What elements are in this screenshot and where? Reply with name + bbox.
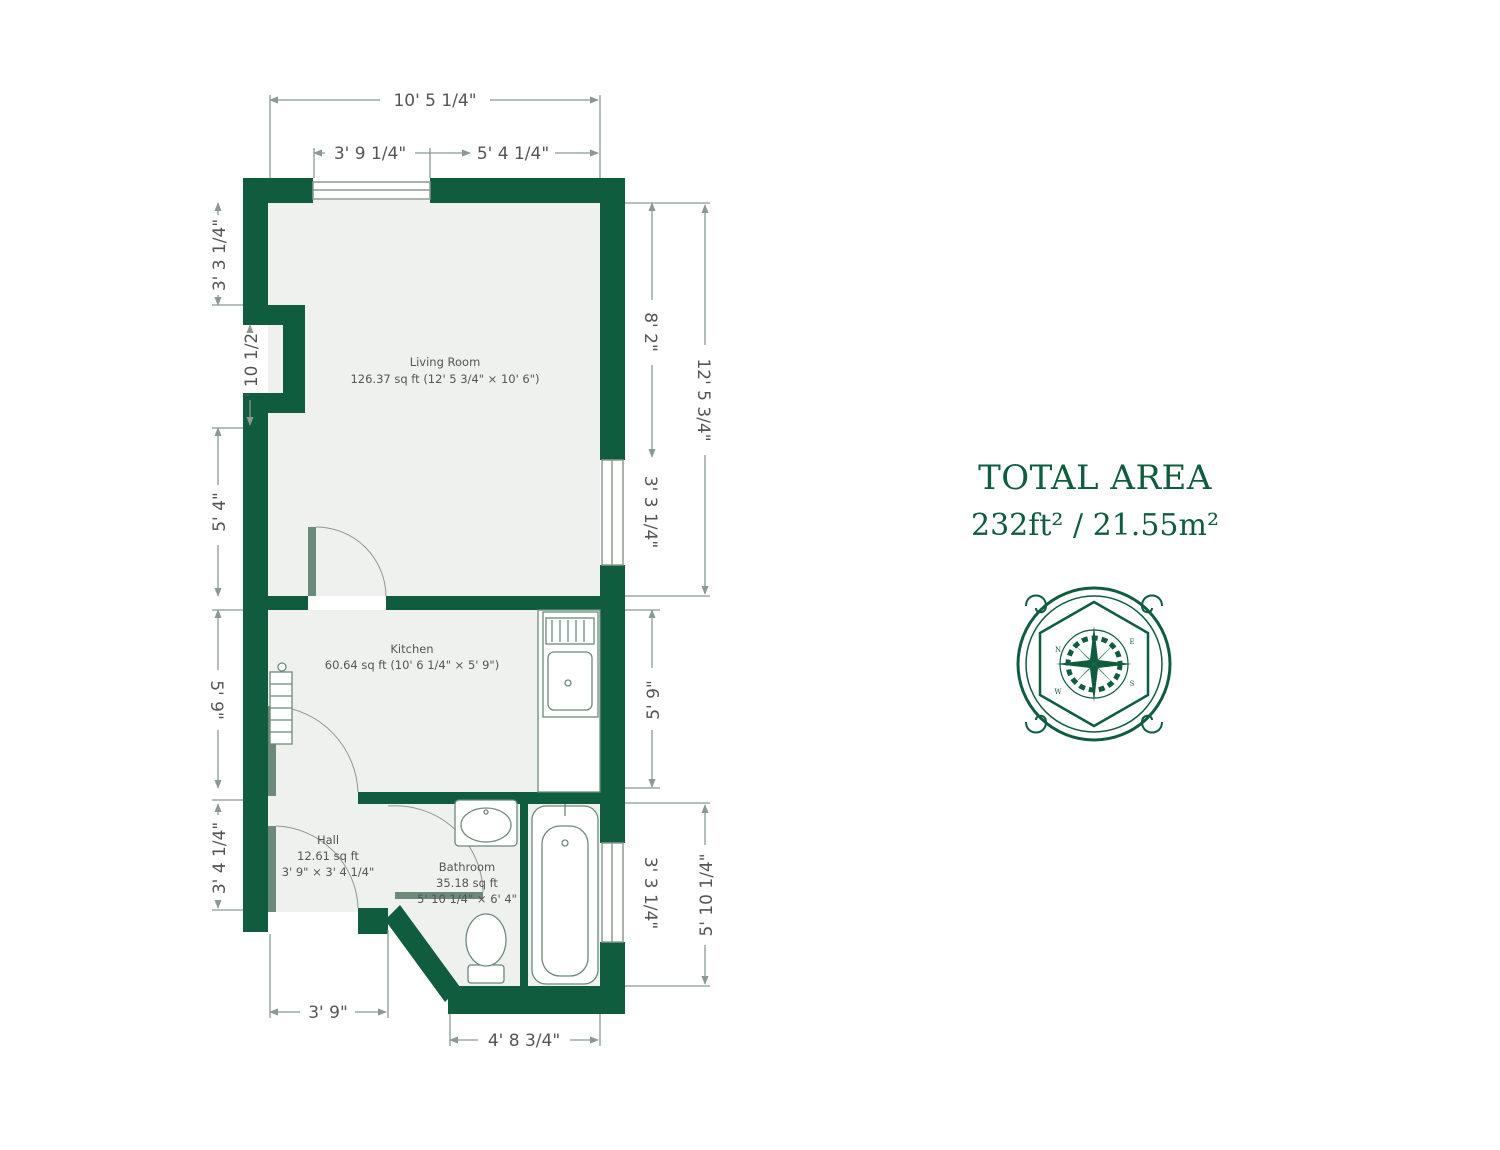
dim-top-right: 5' 4 1/4" — [477, 144, 549, 164]
compass-rose-icon: N E S W — [1016, 586, 1172, 742]
dim-bottom-bath: 4' 8 3/4" — [488, 1031, 560, 1051]
compass-letter-w: W — [1054, 688, 1062, 696]
dim-right-kitchen: 5' 9" — [644, 680, 664, 720]
dim-left-hall: 3' 4 1/4" — [210, 822, 230, 894]
dim-bottom-hall: 3' 9" — [308, 1003, 348, 1023]
room-area: 35.18 sq ft — [436, 876, 498, 890]
total-area-title: TOTAL AREA — [978, 458, 1212, 498]
room-dims: 3' 9" × 3' 4 1/4" — [282, 865, 375, 879]
doors — [268, 526, 484, 912]
windows — [312, 181, 624, 943]
dim-right-bath-overall: 5' 10 1/4" — [697, 853, 717, 936]
room-label-living-room: Living Room 126.37 sq ft (12' 5 3/4" × 1… — [350, 355, 539, 386]
total-area-value: 232ft² / 21.55m² — [971, 508, 1219, 543]
dimension-lines — [212, 95, 710, 1046]
dim-left-top: 3' 3 1/4" — [210, 219, 230, 291]
room-area: 126.37 sq ft (12' 5 3/4" × 10' 6") — [350, 372, 539, 386]
room-name: Hall — [317, 833, 339, 847]
dim-right-overall-living: 12' 5 3/4" — [693, 358, 713, 441]
room-name: Bathroom — [439, 860, 495, 874]
dim-right-living-upper: 8' 2" — [640, 312, 660, 352]
compass-letter-e: E — [1129, 638, 1134, 646]
dim-left-recess: ' 10 1/2 — [242, 333, 262, 397]
room-area: 12.61 sq ft — [297, 849, 359, 863]
dim-left-kitchen: 5' 9" — [206, 680, 226, 720]
compass-letter-s: S — [1130, 680, 1135, 688]
room-label-bathroom: Bathroom 35.18 sq ft 5' 10 1/4" × 6' 4" — [417, 860, 517, 906]
dim-top-overall: 10' 5 1/4" — [393, 91, 476, 111]
dim-right-bath-window: 3' 3 1/4" — [640, 857, 660, 929]
dim-right-living-window: 3' 3 1/4" — [640, 476, 660, 548]
room-label-kitchen: Kitchen 60.64 sq ft (10' 6 1/4" × 5' 9") — [325, 642, 499, 672]
room-name: Living Room — [410, 355, 481, 369]
compass-letter-n: N — [1055, 646, 1061, 654]
dim-top-window: 3' 9 1/4" — [334, 144, 406, 164]
fixtures — [269, 609, 601, 985]
dim-left-middle: 5' 4" — [210, 492, 230, 532]
room-dims: 5' 10 1/4" × 6' 4" — [417, 892, 517, 906]
room-name: Kitchen — [390, 642, 433, 656]
room-label-hall: Hall 12.61 sq ft 3' 9" × 3' 4 1/4" — [282, 833, 375, 879]
walls — [243, 178, 625, 1014]
room-area: 60.64 sq ft (10' 6 1/4" × 5' 9") — [325, 658, 499, 672]
